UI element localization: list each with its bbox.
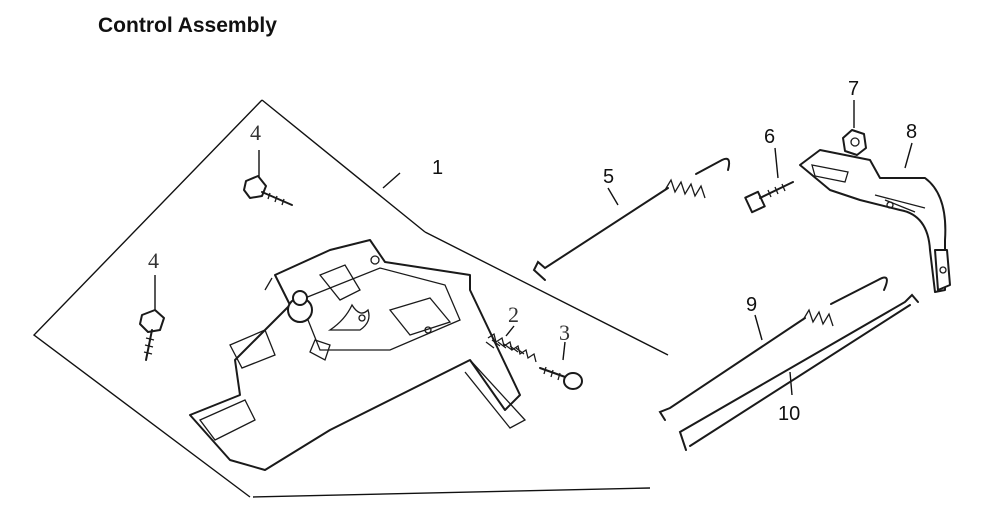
rod-10 — [678, 293, 919, 451]
nut-7 — [842, 100, 867, 156]
callout-9: 9 — [746, 294, 757, 316]
callout-6: 6 — [764, 126, 775, 148]
screw — [539, 341, 583, 390]
bolt-left — [139, 275, 165, 361]
bolt-6 — [744, 147, 794, 214]
callout-7: 7 — [848, 78, 859, 100]
rod-with-spring-9 — [658, 276, 888, 421]
assembly-outline — [32, 99, 669, 498]
lever-bracket-8 — [799, 142, 951, 293]
page-title: Control Assembly — [98, 14, 277, 37]
callout-2: 2 — [508, 302, 519, 327]
callout-1: 1 — [432, 157, 443, 179]
bolt-upper — [243, 150, 293, 206]
callout-3: 3 — [559, 320, 570, 345]
callout-10: 10 — [778, 403, 800, 425]
callout-5: 5 — [603, 166, 614, 188]
callout-8: 8 — [906, 121, 917, 143]
control-plate — [189, 239, 527, 471]
rod-with-spring-5 — [532, 157, 731, 281]
callout-4-upper: 4 — [250, 120, 261, 145]
spring-small — [485, 325, 537, 363]
callout-4-left: 4 — [148, 248, 159, 273]
